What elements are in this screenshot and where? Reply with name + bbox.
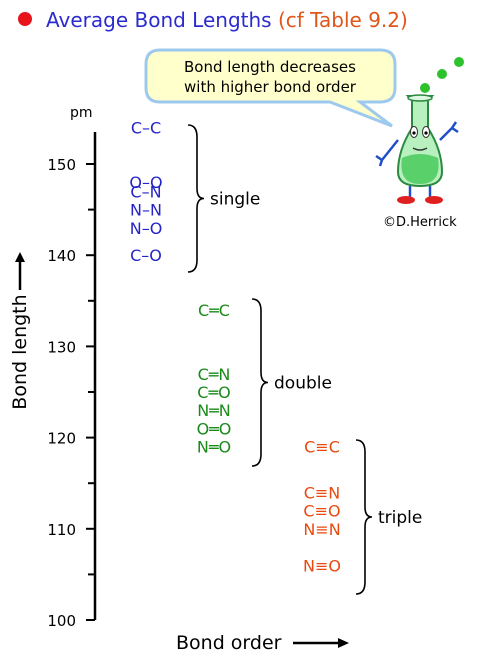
bond-group-single: C–C O–OC–NN–NN–O C–O single	[129, 119, 260, 273]
bond-groups: C–CO–OC–NN–NN–OC–OsingleC═CC═NC═ON═NO═ON…	[129, 119, 422, 595]
bond-label: C–O	[130, 246, 162, 265]
y-tick-label: 140	[47, 247, 76, 265]
y-axis-ticks: 100 110 120 130 140 150	[47, 156, 95, 630]
y-tick-label: 120	[47, 430, 76, 448]
callout-bubble: Bond length decreases with higher bond o…	[144, 48, 397, 128]
bubble-icon	[454, 57, 464, 67]
bond-label: C≡N	[304, 483, 341, 502]
bond-label: C–N	[130, 182, 161, 201]
group-name-label: double	[274, 374, 332, 394]
credit-text: ©D.Herrick	[383, 215, 457, 230]
bond-label: C═N	[198, 365, 231, 384]
beaker-character-icon	[375, 57, 464, 204]
callout-line-2: with higher bond order	[184, 78, 357, 96]
group-name-label: triple	[378, 508, 422, 528]
group-brace	[251, 298, 269, 467]
bond-label: O═O	[197, 419, 232, 438]
group-brace	[355, 439, 373, 595]
group-name-label: single	[210, 190, 260, 210]
group-brace	[187, 124, 205, 273]
bond-label: O–O	[129, 173, 162, 192]
y-axis-arrowhead	[15, 252, 25, 262]
x-axis-arrowhead	[338, 638, 349, 648]
y-axis-title: Bond length	[9, 252, 31, 410]
bond-label: N═N	[197, 401, 231, 420]
bond-label: C≡C	[304, 438, 340, 457]
bond-label: N≡N	[303, 520, 340, 539]
bond-label: N–N	[130, 201, 162, 220]
x-axis-label: Bond order	[176, 632, 282, 654]
bond-label: C═O	[197, 383, 230, 402]
y-axis-unit: pm	[70, 105, 93, 121]
y-tick-label: 150	[47, 156, 76, 174]
bond-label: C≡O	[303, 502, 340, 521]
callout-shape	[144, 48, 397, 128]
bond-group-triple: C≡C C≡NC≡ON≡N N≡O triple	[303, 438, 422, 595]
y-tick-label: 130	[47, 338, 76, 356]
callout-line-1: Bond length decreases	[184, 58, 356, 76]
bond-group-double: C═C C═NC═ON═NO═ON═O double	[197, 298, 332, 467]
bond-label: N–O	[130, 219, 163, 238]
bubble-icon	[437, 69, 447, 79]
y-tick-label: 100	[47, 612, 76, 630]
y-axis-label: Bond length	[9, 294, 31, 409]
bullet-dot-icon	[18, 12, 32, 26]
page-title: Average Bond Lengths (cf Table 9.2)	[18, 8, 408, 32]
title-reference: (cf Table 9.2)	[277, 8, 408, 32]
bond-label: N═O	[197, 438, 231, 457]
y-tick-label: 110	[47, 521, 76, 539]
bubble-icon	[420, 83, 430, 93]
bond-label: C–C	[131, 119, 161, 138]
title-text: Average Bond Lengths	[46, 8, 272, 32]
bond-label: C═C	[198, 301, 230, 320]
bond-label: N≡O	[303, 556, 341, 575]
